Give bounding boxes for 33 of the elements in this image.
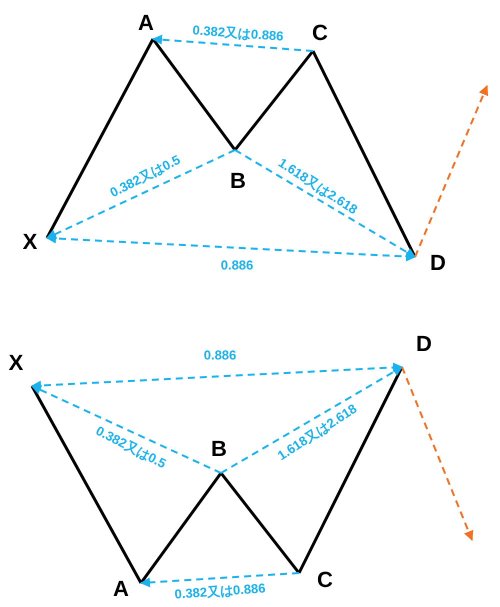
line-segment (220, 472, 300, 574)
dashed-arrow (401, 366, 474, 541)
dashed-arrow (140, 572, 300, 588)
point-label: X (5, 350, 27, 376)
point-label: C (309, 20, 331, 46)
dashed-arrow (414, 85, 488, 258)
line-segment (152, 38, 236, 151)
dashed-arrow (220, 366, 403, 474)
dashed-arrow (31, 362, 403, 391)
edge-label: 0.886 (220, 258, 254, 272)
point-label: D (427, 250, 449, 276)
dashed-arrow (31, 385, 222, 474)
edge-label: 0.382又は0.886 (173, 581, 267, 601)
point-label: B (227, 168, 249, 194)
dashed-arrow (46, 233, 416, 262)
point-label: A (110, 576, 132, 602)
dashed-arrow (152, 34, 314, 52)
line-segment (298, 366, 404, 574)
point-label: X (19, 229, 41, 255)
line-segment (312, 50, 416, 258)
edge-label: 0.382又は0.886 (191, 23, 285, 43)
edge-label: 0.886 (202, 348, 238, 362)
dashed-arrow (46, 149, 236, 239)
point-label: D (413, 331, 435, 357)
line-segment (46, 38, 154, 239)
edge-label: 0.382又は0.5 (107, 152, 183, 200)
line-segment (140, 472, 222, 584)
point-label: A (135, 10, 157, 36)
point-label: B (208, 436, 230, 462)
line-segment (30, 385, 142, 584)
point-label: C (314, 567, 336, 593)
dashed-arrow (234, 149, 416, 258)
line-segment (234, 50, 314, 151)
